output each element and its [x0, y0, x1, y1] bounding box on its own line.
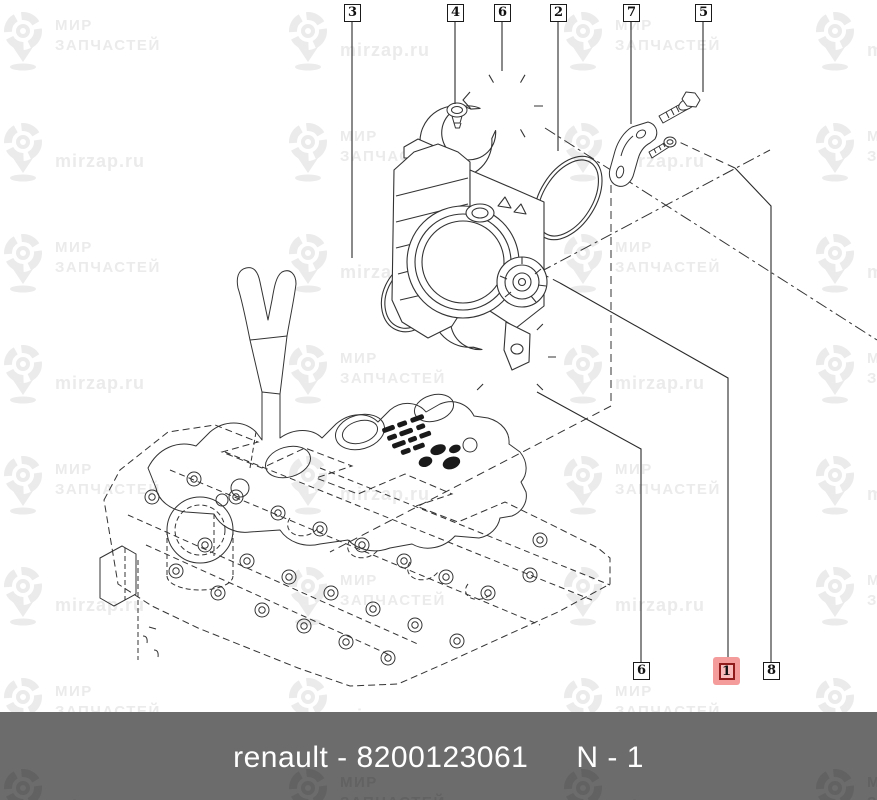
brand-label: renault — [233, 741, 329, 774]
mirzap-pin-logo — [564, 345, 602, 404]
manifold-markings — [382, 414, 461, 470]
watermark-site: mirzap.ru — [0, 343, 145, 405]
callout-6[interactable]: 6 — [633, 662, 650, 680]
callout-1-highlighted[interactable]: 1 — [713, 657, 740, 685]
mirzap-pin-logo — [4, 567, 42, 626]
mirzap-pin-logo — [4, 234, 42, 293]
mirzap-pin-logo — [816, 769, 854, 800]
mirzap-pin-logo — [4, 456, 42, 515]
separator: - — [328, 741, 357, 774]
watermark-site: mirzap.ru — [0, 121, 145, 183]
callout-3[interactable]: 3 — [344, 4, 361, 22]
mirzap-pin-logo — [564, 769, 602, 800]
mirzap-pin-logo — [289, 12, 327, 71]
part-number: 8200123061 — [356, 741, 529, 774]
mirzap-pin-logo — [564, 12, 602, 71]
callout-8[interactable]: 8 — [763, 662, 780, 680]
engine-block-drawing — [99, 424, 611, 687]
part-number-text: renault - 8200123061 N - 1 — [233, 741, 644, 775]
mirzap-pin-logo — [816, 567, 854, 626]
mirzap-pin-logo — [289, 456, 327, 515]
mounting-hardware-drawing — [446, 91, 701, 187]
mirzap-pin-logo — [289, 123, 327, 182]
sheet-code: N - 1 — [576, 741, 644, 774]
mirzap-pin-logo — [816, 12, 854, 71]
callout-4[interactable]: 4 — [447, 4, 464, 22]
watermark-site: mirzap.ru — [560, 343, 705, 405]
mirzap-pin-logo — [289, 345, 327, 404]
mirzap-pin-logo — [564, 123, 602, 182]
mirzap-pin-logo — [816, 234, 854, 293]
watermark-site: mirzap.ru — [0, 565, 145, 627]
mirzap-pin-logo — [816, 456, 854, 515]
callout-2[interactable]: 2 — [550, 4, 567, 22]
throttle-body-drawing — [391, 138, 548, 371]
watermark-site: mirzap.ru — [560, 565, 705, 627]
watermark-site: mirzap.ru — [285, 10, 430, 72]
mirzap-pin-logo — [289, 567, 327, 626]
intake-manifold-drawing — [147, 267, 527, 556]
mirzap-pin-logo — [4, 12, 42, 71]
mirzap-pin-logo — [289, 234, 327, 293]
callout-leader-lines — [351, 22, 772, 662]
mirzap-pin-logo — [4, 345, 42, 404]
callout-5[interactable]: 5 — [695, 4, 712, 22]
watermark-site: mirzap.ru — [812, 454, 877, 516]
mirzap-pin-logo — [289, 769, 327, 800]
mirzap-pin-logo — [816, 345, 854, 404]
mirzap-pin-logo — [4, 769, 42, 800]
mirzap-pin-logo — [564, 567, 602, 626]
watermark-site: mirzap.ru — [0, 767, 145, 800]
mirzap-pin-logo — [816, 123, 854, 182]
mirzap-pin-logo — [564, 234, 602, 293]
watermark-site: mirzap.ru — [285, 454, 430, 516]
callout-7[interactable]: 7 — [623, 4, 640, 22]
watermark-site: mirzap.ru — [812, 232, 877, 294]
watermark-site: mirzap.ru — [812, 10, 877, 72]
callout-label: 1 — [718, 662, 735, 680]
part-number-bar: renault - 8200123061 N - 1 mirzap.ru МИРЗ… — [0, 712, 877, 800]
mirzap-pin-logo — [4, 123, 42, 182]
mirzap-pin-logo — [564, 456, 602, 515]
watermark-site: mirzap.ru — [560, 767, 705, 800]
callout-6[interactable]: 6 — [494, 4, 511, 22]
